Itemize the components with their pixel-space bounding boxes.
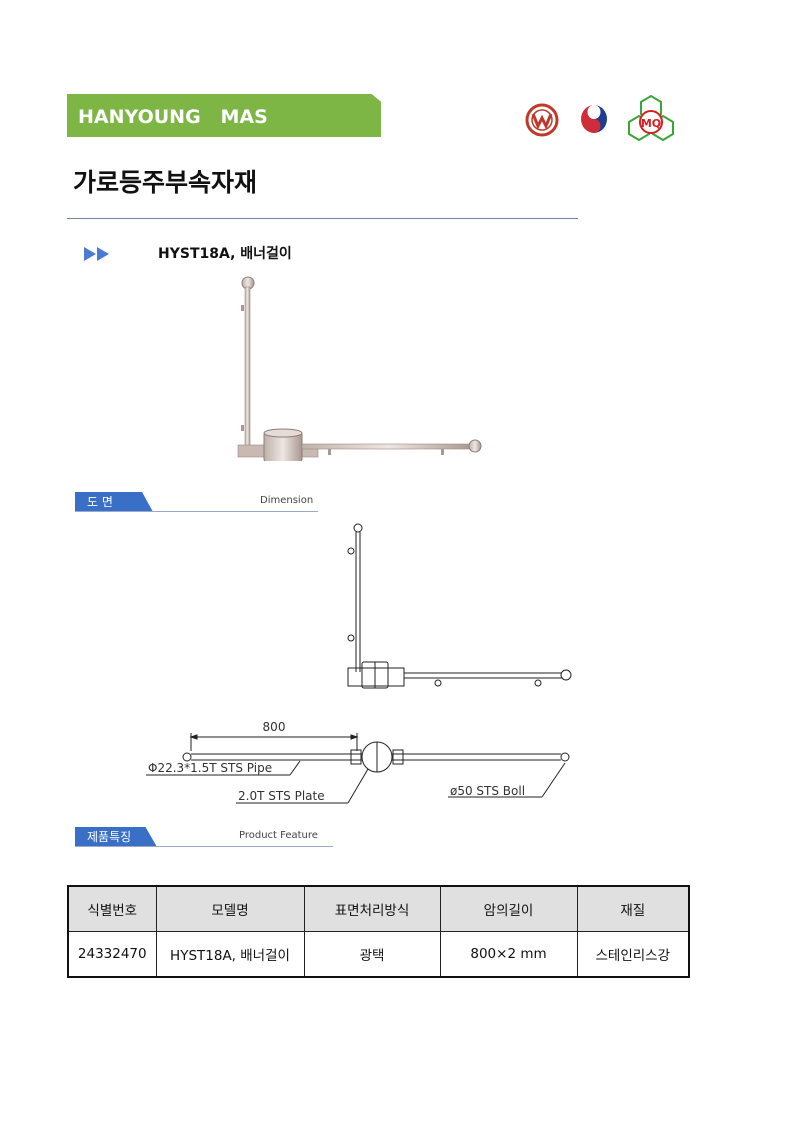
section-feature-subtitle: Product Feature [239,830,318,841]
ks-mark-icon [524,100,560,140]
section-dimension-title: 도 면 [75,492,153,512]
brand-banner: HANYOUNG MAS [67,94,381,137]
spec-table: 식별번호 모델명 표면처리방식 암의길이 재질 24332470 HYST18A… [67,885,690,978]
top-view-drawing: 800 Φ22.3*1.5T STS Pipe 2.0T STS Plate ø… [140,715,580,810]
cell-id: 24332470 [67,931,157,978]
cell-arm-length: 800×2 mm [439,931,578,978]
section-feature-title: 제품특징 [75,827,157,847]
cell-material: 스테인리스강 [576,931,690,978]
header-model: 모델명 [155,885,305,932]
page-title: 가로등주부속자재 [73,168,258,197]
section-dimension-line [75,511,318,512]
mq-text: MQ [641,117,661,130]
header-arm-length: 암의길이 [439,885,578,932]
section-feature-header: 제품특징 Product Feature [75,827,333,847]
dim-length-label: 800 [263,720,286,734]
table-row: 24332470 HYST18A, 배너걸이 광택 800×2 mm 스테인리스… [67,931,690,978]
section-dimension-header: 도 면 Dimension [75,492,318,512]
side-view-drawing [340,522,576,690]
section-dimension-subtitle: Dimension [260,495,314,506]
title-divider [67,218,578,219]
product-photo [236,275,482,463]
dim-ball-label: ø50 STS Boll [450,784,525,798]
dim-plate-label: 2.0T STS Plate [238,789,325,803]
product-heading: HYST18A, 배너걸이 [158,246,292,262]
section-feature-line [75,846,333,847]
dim-pipe-label: Φ22.3*1.5T STS Pipe [148,761,272,775]
header-id: 식별번호 [67,885,157,932]
double-arrow-icon [84,246,112,265]
header-finish: 표면처리방식 [303,885,441,932]
cell-finish: 광택 [303,931,441,978]
cell-model: HYST18A, 배너걸이 [155,931,305,978]
mq-mark-icon: MQ [624,94,678,146]
table-header-row: 식별번호 모델명 표면처리방식 암의길이 재질 [67,885,690,932]
header-material: 재질 [576,885,690,932]
taegeuk-icon [578,102,610,136]
